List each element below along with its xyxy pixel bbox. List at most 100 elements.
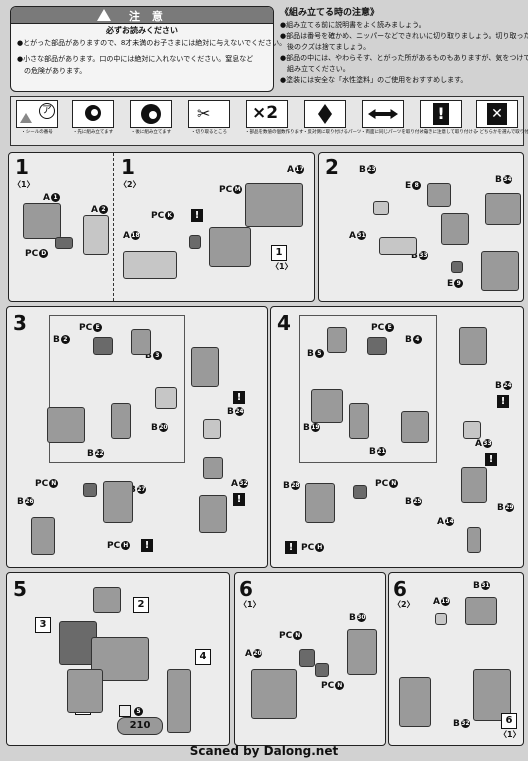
notes-line: 後のクズは捨てましょう。 [280,43,371,51]
part-pc [315,663,329,677]
step-5-panel: 5 2 3 4 1 5 210 [6,572,230,746]
part-shoulder [311,389,343,423]
reverse-side-icon [304,100,346,128]
part-foot [123,251,177,279]
part-shoulder [47,407,85,443]
caution-icon: ! [485,453,497,466]
reference-box: 3 [35,617,51,633]
sticker-210: 210 [117,717,163,735]
notes-line: ●組み立てる前に説明書をよく読みましょう。 [280,21,426,29]
warning-triangle-icon [97,9,111,21]
part-joint [327,327,347,353]
part-joint [131,329,151,355]
part-pc [83,483,97,497]
part-beam-saber [467,527,481,553]
part-fin [379,237,417,255]
notes-line: ●部品の中には、やわらそす、とがった所があるものもありますが、気をつけて [280,54,528,62]
reference-box: 2 [133,597,149,613]
step-sub: 〈2〉 [119,180,141,189]
part-head [93,587,121,613]
step-number: 2 [325,155,339,179]
caution-icon: ! [233,391,245,404]
step-number: 1 [15,155,29,179]
part-joint [427,183,451,207]
part-number-icon: ア [16,100,58,128]
caution-icon: ! [191,209,203,222]
part-arm-right [167,669,191,733]
sub-frame [299,315,437,463]
notes-line: ●塗装には安全な「水性塗料」のご使用をおすすめします。 [280,76,468,84]
warning-line: の危険があります。 [17,67,87,75]
step-sub: 〈2〉 [393,600,415,609]
legend-item: ×2 ・部品を数値の個数作ります [245,100,304,136]
reference-box: 1 [271,245,287,261]
notes-line: ●部品は番号を確かめ、ニッパーなどできれいに切り取りましょう。切り取った [280,32,528,40]
part-hand-shield [31,517,55,555]
step-number: 5 [13,577,27,601]
legend-item: ・反対側に取り付けるパーツ [303,100,361,136]
part-hand [305,483,335,523]
part-arm [481,251,519,291]
legend-item: ・両面に同じパーツを取り付ける [361,100,428,136]
cut-off-icon: ✂ [188,100,230,128]
legend-item: ✂ ・切り取るところ [187,100,231,136]
legend-item: ✕ ・どちらかを選んで取り付ける [475,100,528,136]
part-thigh [347,629,377,675]
part-forearm-armor [199,495,227,533]
part-pc [353,485,367,499]
part-hand [103,481,133,523]
either-icon: ✕ [476,100,518,128]
part-shoulder-block [459,327,487,365]
step-sub: 〈1〉 [13,180,35,189]
part-forearm [203,457,223,479]
step-number: 6 [393,577,407,601]
part-head [23,203,61,239]
caution-icon: ! [420,100,462,128]
legend-item: ・先に組み立てます [71,100,115,136]
warning-box: 注 意 必ずお読みください ●とがった部品がありますので、8才未満のお子さまには… [10,6,286,92]
part-forearm [461,467,487,503]
step-sub: 〈1〉 [239,600,261,609]
caution-icon: ! [285,541,297,554]
apply-later-icon [130,100,172,128]
part-shoulder-armor [401,411,429,443]
part-waist [251,669,297,719]
legend-item: ・後に組み立てます [129,100,173,136]
sub-frame [49,315,185,463]
warning-header: 注 意 [11,7,273,24]
caution-icon: ! [233,493,245,506]
part-leg [473,669,511,721]
part-shoulder-armor [191,347,219,387]
part-upper-arm [111,403,131,439]
legend-item: ア ・シールの番号 [15,100,59,136]
part-pc [367,337,387,355]
quantity-icon: ×2 [246,100,288,128]
caution-icon: ! [497,395,509,408]
part-body [83,215,109,255]
part-elbow [463,421,481,439]
part-skirt [399,677,431,727]
apply-first-icon [72,100,114,128]
warning-line: ●とがった部品がありますので、8才未満のお子さまには絶対に与えないでください。 [17,39,287,47]
warning-subtitle: 必ずお読みください [106,26,178,35]
part-rifle [245,183,303,227]
sticker-icon [119,705,131,717]
part-backpack [441,213,469,245]
part-pc [55,237,73,249]
part-pc [93,337,113,355]
part-pc [189,235,201,249]
symbol-legend: ア ・シールの番号 ・先に組み立てます ・後に組み立てます ✂ ・切り取るところ… [10,96,528,146]
step-6-2-panel: 6 〈2〉 A19 B31 B32 6 〈1〉 [388,572,524,746]
assembly-notes: 《組み立てる時の注意》 ●組み立てる前に説明書をよく読みましょう。 ●部品は番号… [280,8,528,92]
notes-line: 組み立てください。 [280,65,350,73]
step-number: 6 [239,577,253,601]
part-pc [451,261,463,273]
part-torso [485,193,521,225]
part-elbow [203,419,221,439]
part-pc [299,649,315,667]
